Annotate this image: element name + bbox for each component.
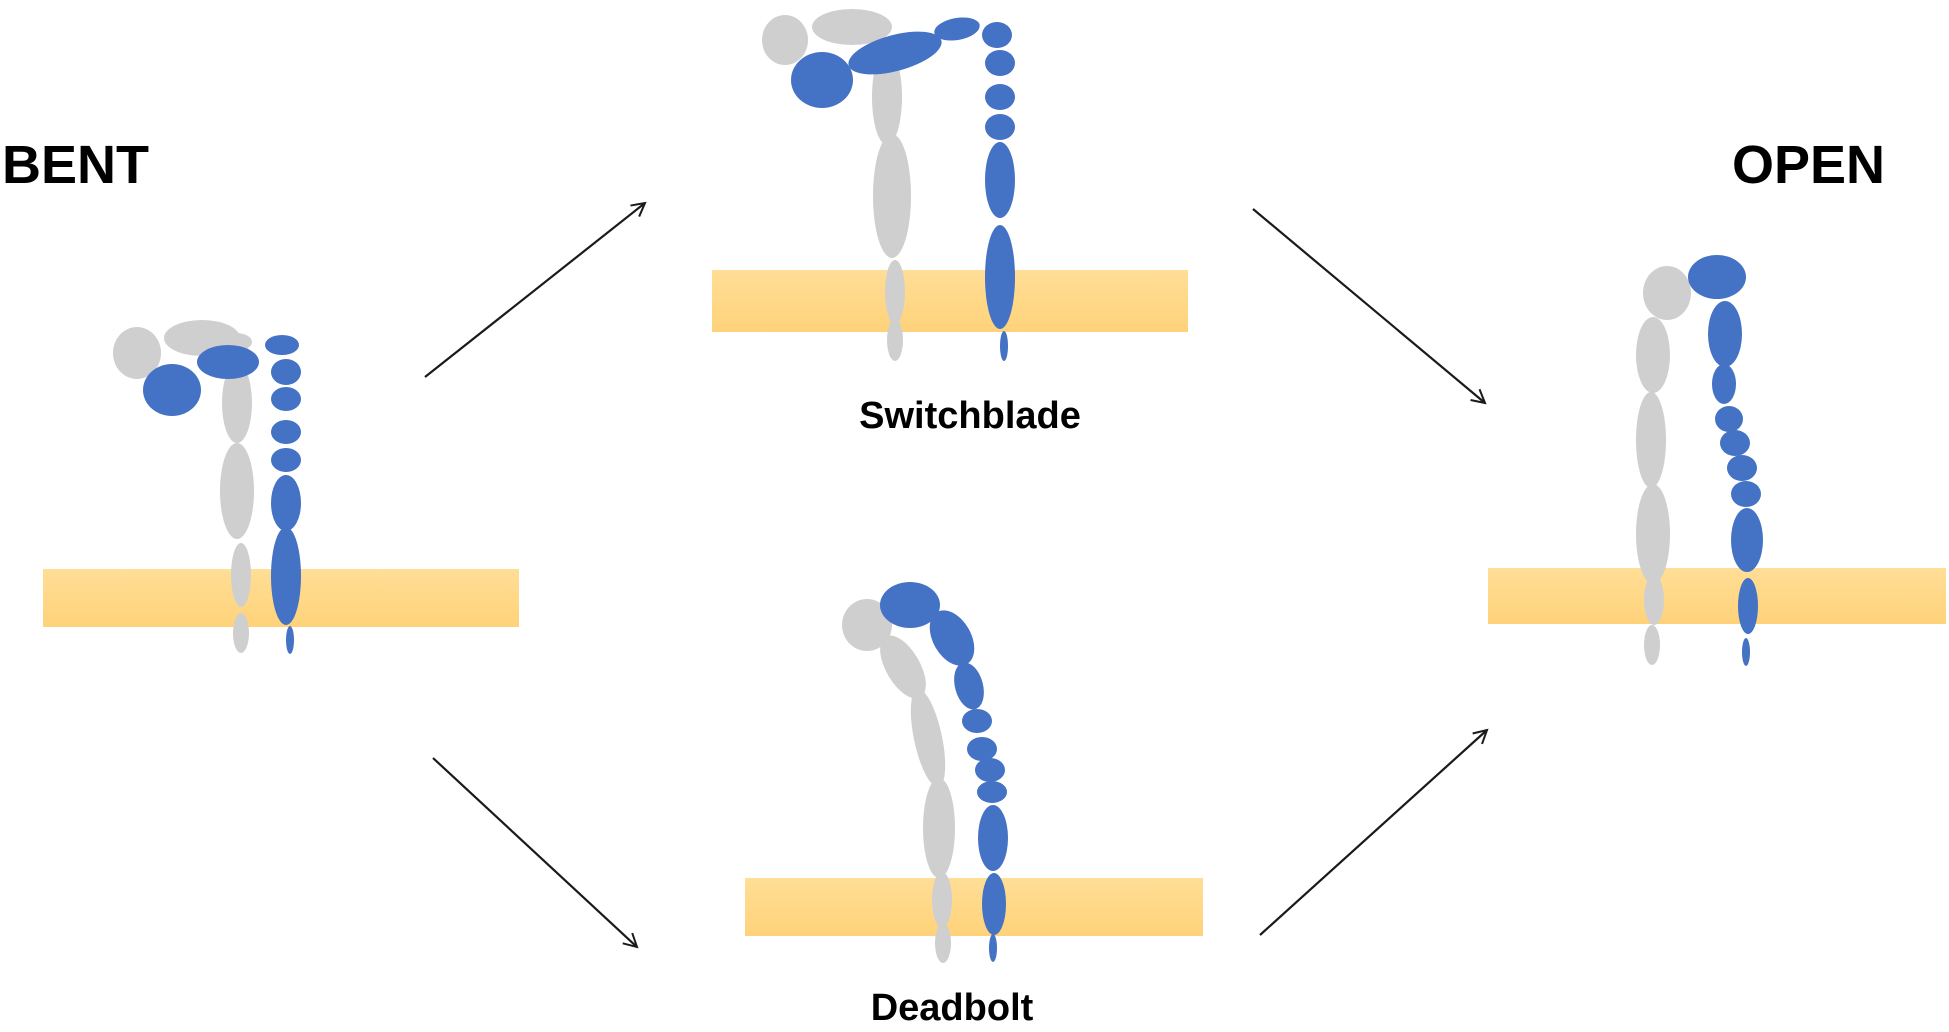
open-label: OPEN <box>1732 135 1885 195</box>
bent-beta-subunit <box>143 335 301 654</box>
switchblade-label: Switchblade <box>859 395 1081 437</box>
arrow-bent-to-deadbolt <box>432 757 637 947</box>
deadbolt-alpha-subunit <box>842 599 955 963</box>
open-alpha-subunit <box>1636 266 1691 665</box>
bent-label: BENT <box>2 135 149 195</box>
switchblade-integrin <box>712 9 1188 361</box>
arrow-switchblade-to-open <box>1252 208 1485 403</box>
open-integrin <box>1488 255 1946 666</box>
open-membrane <box>1488 568 1946 624</box>
switchblade-membrane <box>712 270 1188 332</box>
bent-integrin <box>43 320 519 654</box>
deadbolt-label: Deadbolt <box>871 987 1034 1029</box>
arrow-bent-to-switchblade <box>424 203 645 378</box>
deadbolt-integrin <box>745 582 1203 963</box>
open-beta-subunit <box>1688 255 1763 666</box>
switchblade-beta-subunit <box>791 17 1015 361</box>
transition-arrows <box>424 203 1487 947</box>
arrow-deadbolt-to-open <box>1259 730 1487 936</box>
deadbolt-beta-subunit <box>880 582 1008 962</box>
deadbolt-membrane <box>745 878 1203 936</box>
